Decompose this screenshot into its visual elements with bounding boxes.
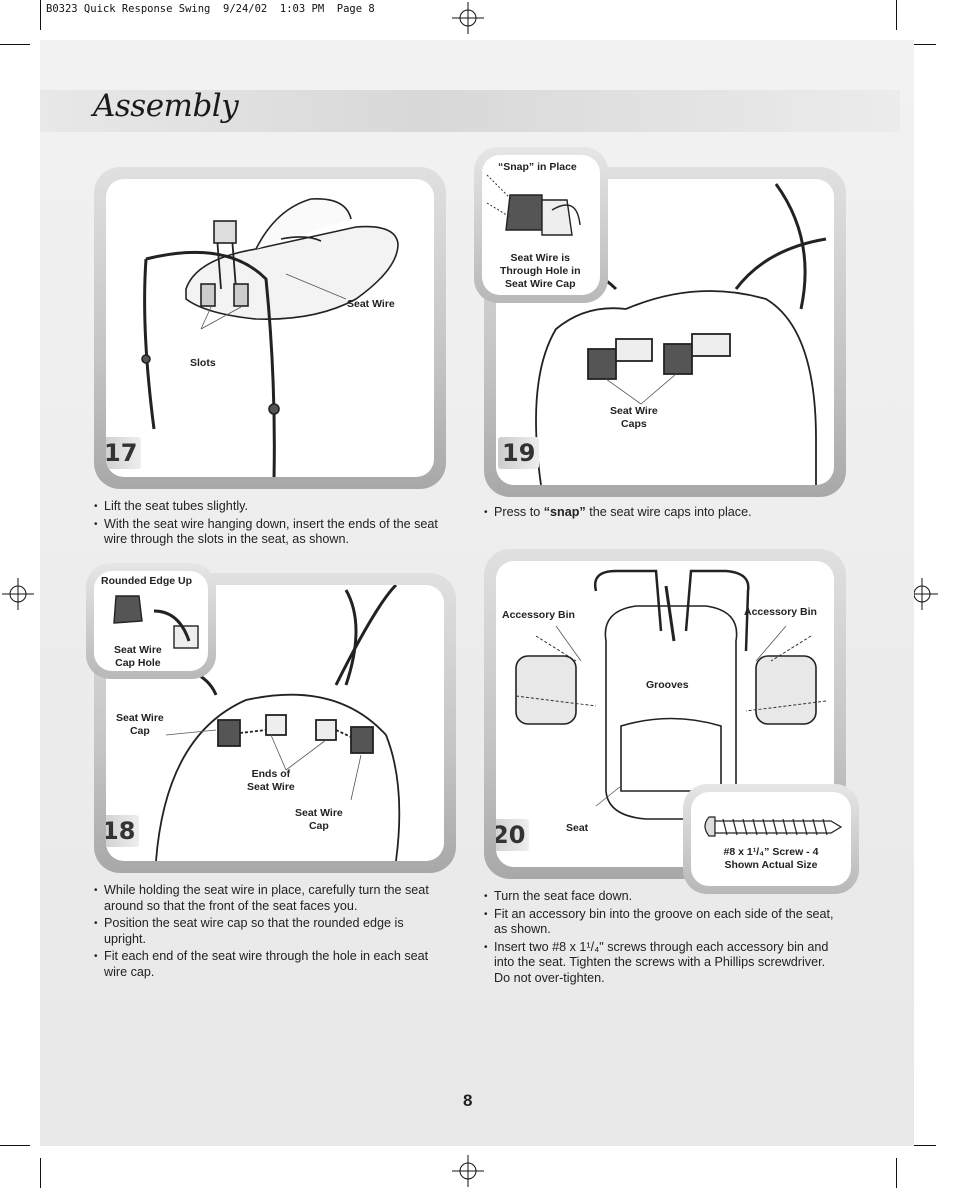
instruction-item: Turn the seat face down. — [484, 889, 844, 905]
step-19-instructions: Press to “snap” the seat wire caps into … — [484, 505, 852, 523]
page-number: 8 — [463, 1091, 473, 1110]
crop-mark — [906, 1145, 936, 1146]
instruction-item: Fit each end of the seat wire through th… — [94, 949, 439, 980]
registration-mark — [452, 1155, 484, 1187]
seat-caps-illustration — [535, 183, 827, 485]
callout-snap-in-place: “Snap” in Place — [498, 161, 577, 173]
page-title: Assembly — [93, 88, 239, 124]
crop-mark — [40, 0, 41, 30]
step-17-instructions: Lift the seat tubes slightly. With the s… — [94, 499, 462, 550]
crop-mark — [896, 0, 897, 30]
step-number: 19 — [498, 437, 540, 469]
callout-seat-wire-caps: Seat Wire Caps — [610, 405, 658, 430]
callout-ends-of-seat-wire: Ends of Seat Wire — [247, 768, 295, 793]
callout-seat-wire: Seat Wire — [347, 298, 395, 310]
step-18-instructions: While holding the seat wire in place, ca… — [94, 883, 439, 982]
callout-seat-wire-cap-left: Seat Wire Cap — [116, 712, 164, 737]
callout-seat: Seat — [566, 822, 589, 834]
registration-mark — [452, 2, 484, 34]
step-19-inset: “Snap” in Place Seat Wire is Through Hol… — [474, 147, 608, 303]
instruction-item: While holding the seat wire in place, ca… — [94, 883, 439, 914]
callout-slots: Slots — [190, 357, 216, 369]
screw-icon — [704, 816, 843, 837]
callout-rounded-edge-up: Rounded Edge Up — [101, 575, 192, 587]
step-20-instructions: Turn the seat face down. Fit an accessor… — [484, 889, 844, 988]
instruction-item: Press to “snap” the seat wire caps into … — [484, 505, 852, 521]
crop-mark — [896, 1158, 897, 1188]
callout-seat-wire-cap-hole: Seat Wire Cap Hole — [114, 644, 162, 669]
title-bar — [40, 90, 900, 132]
callout-accessory-bin-right: Accessory Bin — [744, 606, 817, 618]
step-number: 17 — [106, 437, 142, 469]
step-18-inset: Rounded Edge Up Seat Wire Cap Hole — [86, 563, 216, 679]
callout-seat-wire-cap-right: Seat Wire Cap — [295, 807, 343, 832]
step-number: 20 — [496, 819, 530, 851]
instruction-item: Position the seat wire cap so that the r… — [94, 916, 439, 947]
step-19-panel: Seat Wire Caps 19 — [484, 167, 846, 497]
instruction-item: Fit an accessory bin into the groove on … — [484, 907, 844, 938]
registration-mark — [2, 578, 34, 610]
callout-accessory-bin-left: Accessory Bin — [502, 609, 575, 621]
crop-mark — [0, 44, 30, 45]
step-17-illustration: Seat Wire Slots 17 — [106, 179, 434, 477]
step-number: 18 — [106, 815, 140, 847]
crop-mark — [40, 1158, 41, 1188]
callout-seat-wire-through-hole: Seat Wire is Through Hole in Seat Wire C… — [500, 252, 581, 290]
snap-emphasis: “snap” — [543, 505, 586, 519]
seat-wire-cap-illustration — [155, 585, 401, 861]
instruction-item: Lift the seat tubes slightly. — [94, 499, 462, 515]
print-slug: B0323 Quick Response Swing 9/24/02 1:03 … — [46, 3, 375, 15]
instruction-item: With the seat wire hanging down, insert … — [94, 517, 462, 548]
crop-mark — [906, 44, 936, 45]
crop-mark — [0, 1145, 30, 1146]
cap-hole-detail-illustration — [113, 595, 199, 649]
snap-cap-detail-illustration — [486, 174, 581, 236]
instruction-item: Insert two #8 x 1¹/₄" screws through eac… — [484, 940, 844, 987]
callout-grooves: Grooves — [646, 679, 689, 691]
step-17-panel: Seat Wire Slots 17 — [94, 167, 446, 489]
seat-wire-illustration — [141, 198, 399, 477]
